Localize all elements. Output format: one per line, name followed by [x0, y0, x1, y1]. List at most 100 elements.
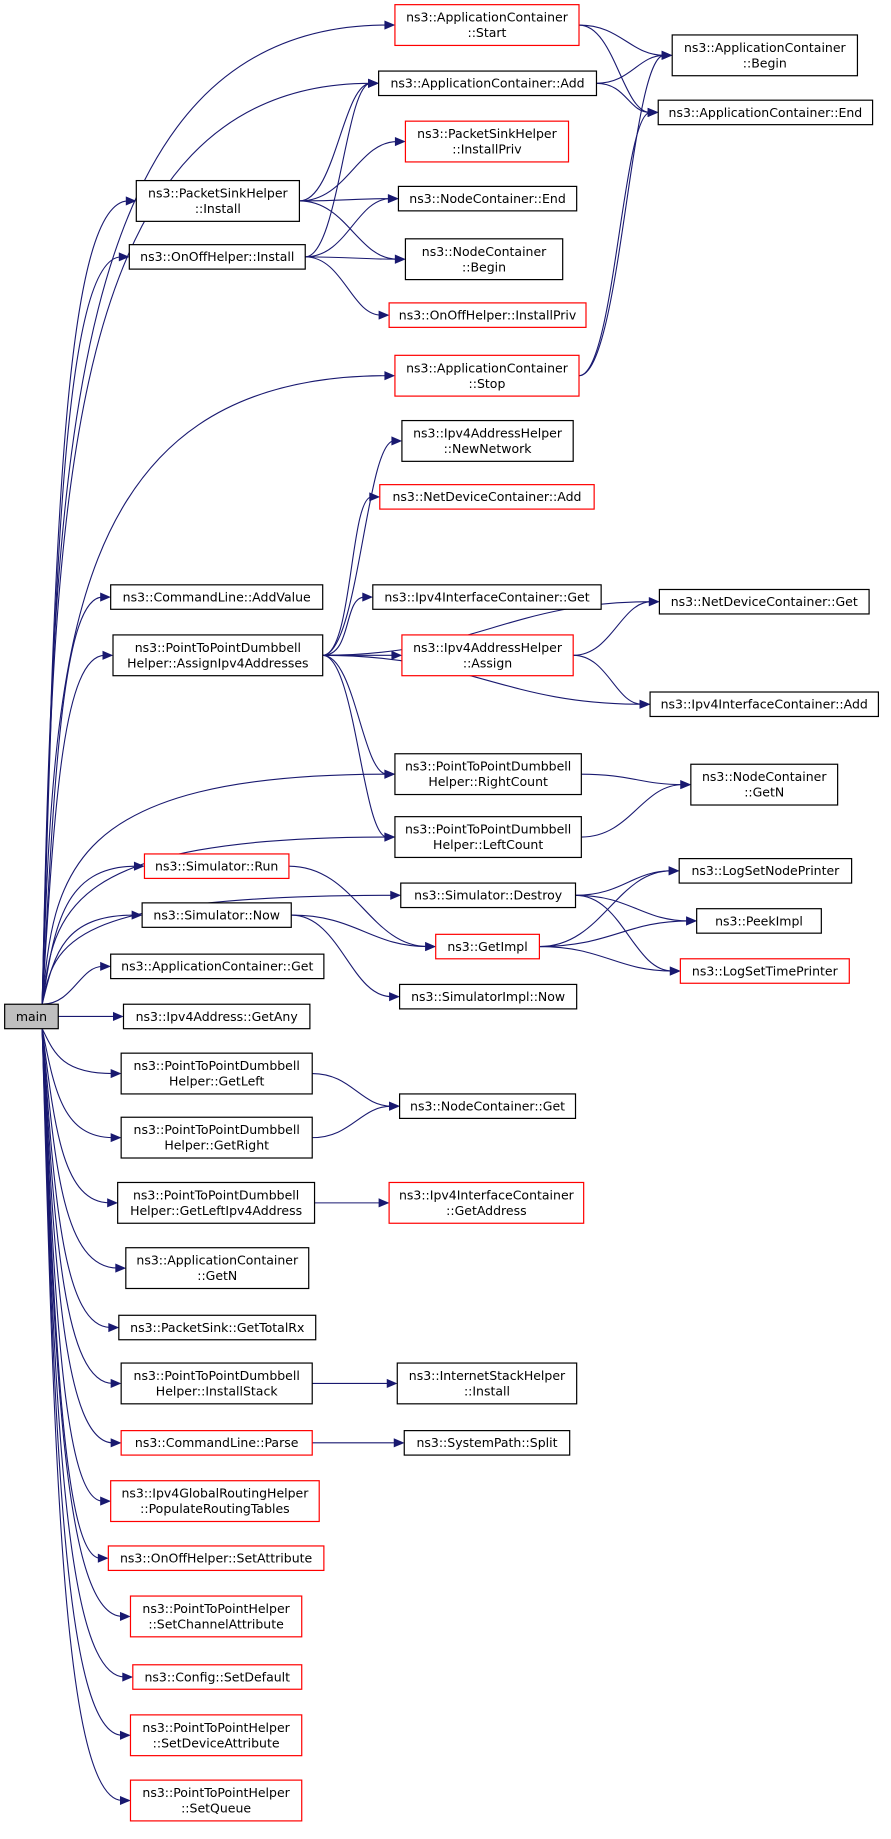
graph-node-ipv4h-newnetwork[interactable]: ns3::Ipv4AddressHelper::NewNetwork: [401, 419, 574, 462]
graph-node-config-setdefault[interactable]: ns3::Config::SetDefault: [132, 1664, 303, 1690]
call-edge: [322, 440, 395, 656]
graph-node-p2pdb-rightcount[interactable]: ns3::PointToPointDumbbellHelper::RightCo…: [394, 753, 582, 796]
call-edge: [42, 965, 103, 1005]
node-box: [132, 1664, 303, 1690]
node-label: ns3::ApplicationContainer: [684, 40, 847, 55]
node-box: [141, 902, 292, 928]
node-label: Helper::AssignIpv4Addresses: [127, 655, 308, 670]
graph-node-ndc-get[interactable]: ns3::NetDeviceContainer::Get: [658, 588, 870, 615]
graph-node-ipv4ic-getaddress[interactable]: ns3::Ipv4InterfaceContainer::GetAddress: [388, 1181, 585, 1224]
graph-node-ish-install[interactable]: ns3::InternetStackHelper::Install: [396, 1362, 578, 1405]
graph-node-p2pdb-leftcount[interactable]: ns3::PointToPointDumbbellHelper::LeftCou…: [394, 816, 582, 859]
call-edge: [322, 654, 388, 775]
graph-node-p2ph-setqueue[interactable]: ns3::PointToPointHelper::SetQueue: [129, 1779, 303, 1822]
graph-node-ac-begin[interactable]: ns3::ApplicationContainer::Begin: [671, 34, 859, 77]
node-box: [120, 1116, 313, 1159]
node-box: [125, 1247, 310, 1290]
graph-node-ac-get[interactable]: ns3::ApplicationContainer::Get: [110, 953, 325, 980]
node-box: [696, 908, 822, 934]
node-label: ns3::PacketSinkHelper: [148, 186, 288, 201]
graph-node-ooh-setattribute[interactable]: ns3::OnOffHelper::SetAttribute: [107, 1545, 325, 1572]
call-edge: [288, 865, 428, 948]
node-label: Helper::RightCount: [428, 774, 548, 789]
graph-node-ac-start[interactable]: ns3::ApplicationContainer::Start: [394, 4, 580, 47]
arrowhead: [119, 1730, 131, 1740]
graph-node-ipv4ic-add[interactable]: ns3::Ipv4InterfaceContainer::Add: [649, 691, 880, 718]
graph-node-getimpl[interactable]: ns3::GetImpl: [435, 933, 540, 960]
graph-node-sp-split[interactable]: ns3::SystemPath::Split: [403, 1430, 571, 1456]
graph-node-psh-install[interactable]: ns3::PacketSinkHelper::Install: [135, 179, 301, 222]
call-edge: [299, 198, 391, 202]
node-label: ns3::Config::SetDefault: [144, 1669, 290, 1684]
call-edge: [575, 870, 672, 896]
node-label: ns3::PacketSink::GetTotalRx: [130, 1320, 304, 1335]
graph-node-p2ph-setdeviceattr[interactable]: ns3::PointToPointHelper::SetDeviceAttrib…: [129, 1714, 303, 1757]
graph-node-nc-begin[interactable]: ns3::NodeContainer::Begin: [404, 238, 564, 281]
graph-node-ipv4grh-populate[interactable]: ns3::Ipv4GlobalRoutingHelper::PopulateRo…: [110, 1480, 320, 1523]
graph-node-ooh-install[interactable]: ns3::OnOffHelper::Install: [128, 244, 306, 270]
node-label: ns3::NodeContainer: [422, 244, 547, 259]
arrowhead: [133, 861, 145, 871]
graph-node-log-setnodeprinter[interactable]: ns3::LogSetNodePrinter: [678, 858, 853, 884]
node-box: [398, 1093, 577, 1120]
graph-node-p2pdb-getright[interactable]: ns3::PointToPointDumbbellHelper::GetRigh…: [120, 1116, 313, 1159]
node-label: ::GetN: [744, 785, 784, 800]
node-label: ns3::PointToPointDumbbell: [405, 822, 571, 837]
node-label: ns3::Ipv4GlobalRoutingHelper: [121, 1486, 309, 1501]
graph-node-ipv4ic-get[interactable]: ns3::Ipv4InterfaceContainer::Get: [372, 584, 602, 610]
node-box: [372, 584, 602, 610]
graph-node-log-settimeprinter[interactable]: ns3::LogSetTimePrinter: [679, 958, 850, 984]
graph-node-nc-get[interactable]: ns3::NodeContainer::Get: [398, 1093, 577, 1120]
graph-node-p2pdb-getleftipv4[interactable]: ns3::PointToPointDumbbellHelper::GetLeft…: [117, 1181, 316, 1224]
node-box: [398, 983, 578, 1010]
graph-node-peekimpl[interactable]: ns3::PeekImpl: [696, 908, 822, 934]
node-box: [394, 4, 580, 47]
graph-node-ac-getn[interactable]: ns3::ApplicationContainer::GetN: [125, 1247, 310, 1290]
node-box: [112, 634, 324, 677]
arrowhead: [384, 832, 396, 842]
graph-node-ps-gettotalrx[interactable]: ns3::PacketSink::GetTotalRx: [118, 1314, 317, 1341]
call-edge: [312, 1073, 392, 1107]
graph-node-ooh-installpriv[interactable]: ns3::OnOffHelper::InstallPriv: [388, 302, 587, 328]
graph-node-ndc-add[interactable]: ns3::NetDeviceContainer::Add: [379, 484, 595, 510]
call-edge: [299, 140, 398, 202]
node-label: ::NewNetwork: [444, 441, 533, 456]
node-label: ns3::PointToPointDumbbell: [134, 1368, 300, 1383]
node-box: [110, 1480, 320, 1523]
graph-node-ipv4h-assign[interactable]: ns3::Ipv4AddressHelper::Assign: [401, 634, 574, 677]
graph-node-cl-parse[interactable]: ns3::CommandLine::Parse: [120, 1430, 313, 1456]
node-label: ns3::GetImpl: [447, 939, 527, 954]
graph-node-nc-getn[interactable]: ns3::NodeContainer::GetN: [690, 763, 839, 806]
graph-node-sim-run[interactable]: ns3::Simulator::Run: [143, 853, 290, 880]
node-label: ::Stop: [469, 376, 506, 391]
node-box: [128, 244, 306, 270]
node-label: ns3::Simulator::Now: [153, 907, 280, 922]
graph-node-ac-stop[interactable]: ns3::ApplicationContainer::Stop: [394, 354, 580, 397]
graph-node-p2pdb-assign[interactable]: ns3::PointToPointDumbbellHelper::AssignI…: [112, 634, 324, 677]
graph-node-nc-end[interactable]: ns3::NodeContainer::End: [397, 185, 578, 212]
graph-node-ipv4addr-getany[interactable]: ns3::Ipv4Address::GetAny: [122, 1003, 311, 1030]
call-edge: [305, 256, 382, 316]
graph-node-simimpl-now[interactable]: ns3::SimulatorImpl::Now: [398, 983, 578, 1010]
graph-node-ac-end[interactable]: ns3::ApplicationContainer::End: [657, 99, 874, 126]
node-box: [404, 120, 570, 163]
graph-node-p2pdb-installstack[interactable]: ns3::PointToPointDumbbellHelper::Install…: [120, 1362, 313, 1405]
graph-node-p2ph-setchannelattr[interactable]: ns3::PointToPointHelper::SetChannelAttri…: [129, 1595, 303, 1638]
node-box: [129, 1595, 303, 1638]
node-box: [4, 1003, 59, 1030]
graph-node-cl-addvalue[interactable]: ns3::CommandLine::AddValue: [110, 584, 324, 610]
graph-node-sim-now[interactable]: ns3::Simulator::Now: [141, 902, 292, 928]
arrowhead: [125, 196, 137, 206]
graph-node-ac-add[interactable]: ns3::ApplicationContainer::Add: [378, 70, 598, 97]
root-node-main[interactable]: main: [4, 1003, 59, 1030]
graph-node-psh-installpriv[interactable]: ns3::PacketSinkHelper::InstallPriv: [404, 120, 570, 163]
arrowhead: [393, 1438, 405, 1448]
node-box: [378, 70, 598, 97]
graph-node-sim-destroy[interactable]: ns3::Simulator::Destroy: [400, 882, 577, 909]
node-label: ns3::ApplicationContainer::Add: [390, 76, 584, 91]
node-box: [396, 1362, 578, 1405]
call-edge: [539, 870, 672, 948]
call-edge: [596, 82, 651, 113]
node-label: ns3::CommandLine::Parse: [135, 1435, 299, 1450]
